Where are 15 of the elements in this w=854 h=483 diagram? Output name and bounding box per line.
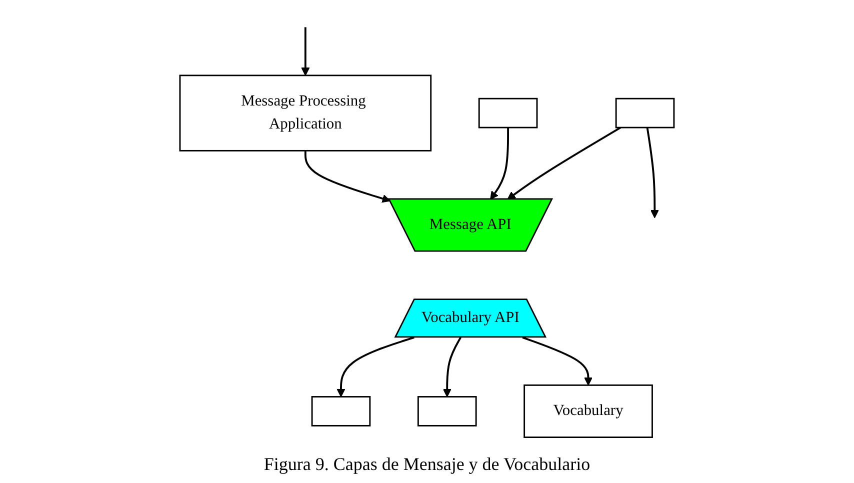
arrow xyxy=(336,336,414,398)
arrow xyxy=(522,336,593,386)
node-box xyxy=(478,98,538,128)
node-box: Vocabulary xyxy=(524,384,653,438)
arrow xyxy=(301,27,310,76)
figure-caption: Figura 9. Capas de Mensaje y de Vocabulario xyxy=(264,453,590,476)
arrow xyxy=(507,126,622,200)
arrow xyxy=(490,128,510,200)
node-box: Message Processing Application xyxy=(179,74,432,152)
node-box xyxy=(417,396,477,426)
node-box xyxy=(615,98,675,128)
arrow xyxy=(442,336,462,398)
arrow xyxy=(304,150,391,203)
arrow xyxy=(646,127,659,218)
node-box xyxy=(311,396,371,426)
